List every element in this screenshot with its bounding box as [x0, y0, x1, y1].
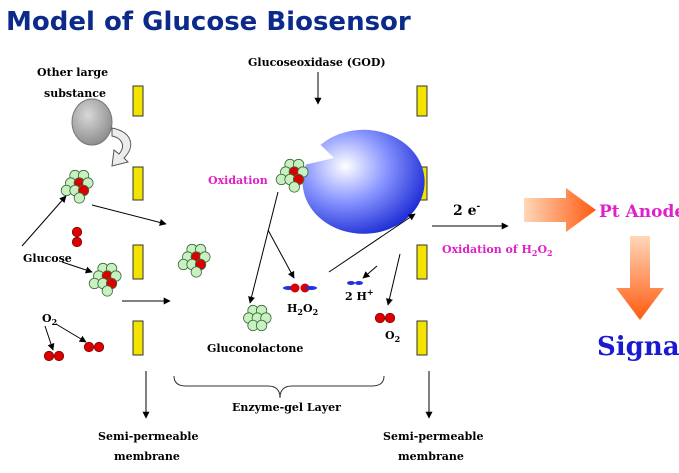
enzyme-gel-brace	[173, 375, 385, 399]
membrane-right-label-line1: Semi-permeable	[383, 430, 483, 443]
arrow-god-to-h2o2	[267, 229, 295, 279]
arrow-god-to-gluconolactone	[248, 191, 279, 304]
membrane-left-label-line2: membrane	[114, 450, 180, 463]
other-large-label-line2: substance	[44, 87, 106, 100]
o2-molecule-left-2	[83, 341, 105, 353]
arrow-h2o2-to-electrons	[328, 213, 416, 273]
left-membrane	[132, 85, 144, 356]
god-label: Glucoseoxidase (GOD)	[248, 56, 386, 69]
o2-molecule-right	[374, 312, 396, 324]
arrow-glucose-to-cluster-bottom	[61, 261, 93, 274]
o2-left-label: O2	[42, 312, 57, 327]
pt-anode-label: Pt Anode	[599, 202, 679, 222]
electrons-label: 2 e-	[453, 202, 481, 219]
gluconolactone-molecule	[243, 304, 272, 332]
rebound-arrow-icon	[111, 127, 132, 167]
2h-plus-label: 2 H+	[345, 287, 374, 303]
arrow-to-2h	[362, 265, 378, 279]
o2-molecule-left-1	[43, 350, 65, 362]
glucose-molecule-in-enzyme	[275, 158, 309, 193]
orange-arrow-to-signal	[616, 236, 664, 320]
diagram-title: Model of Glucose Biosensor	[6, 7, 411, 37]
molecules-layer	[43, 158, 396, 362]
oxidation-label: Oxidation	[208, 174, 268, 187]
glucose-molecule-top	[60, 169, 94, 204]
membrane-right-label-line2: membrane	[398, 450, 464, 463]
glucose-molecule-bottom	[88, 262, 122, 297]
orange-arrow-to-anode	[524, 188, 596, 232]
enzyme-gel-label: Enzyme-gel Layer	[232, 401, 341, 414]
god-enzyme	[302, 129, 425, 234]
o2-right-label: O2	[385, 329, 400, 344]
arrow-o2-to-molecule-2	[55, 323, 87, 343]
h2o2-label: H2O2	[287, 302, 318, 317]
arrow-glucose-to-cluster-top	[21, 195, 67, 247]
gluconolactone-label: Gluconolactone	[207, 342, 303, 355]
membrane-left-label-line1: Semi-permeable	[98, 430, 198, 443]
right-membrane	[416, 85, 428, 356]
o2-molecule-vertical	[71, 226, 83, 248]
h2o2-molecule	[283, 283, 317, 293]
signal-label: Signal	[597, 332, 679, 362]
oxidation-h2o2-label: Oxidation of H2O2	[442, 243, 553, 258]
glucose-molecule-middle	[177, 243, 211, 278]
other-large-label-line1: Other large	[37, 66, 108, 79]
large-substance-molecule	[71, 98, 113, 146]
reaction-arrows	[21, 191, 509, 419]
arrow-o2-to-molecule-1	[44, 325, 55, 351]
h-plus-ions	[347, 281, 363, 285]
arrow-to-o2-right	[386, 253, 401, 306]
glucose-label: Glucose	[23, 252, 72, 265]
arrow-cluster-into-membrane-top	[91, 204, 167, 226]
